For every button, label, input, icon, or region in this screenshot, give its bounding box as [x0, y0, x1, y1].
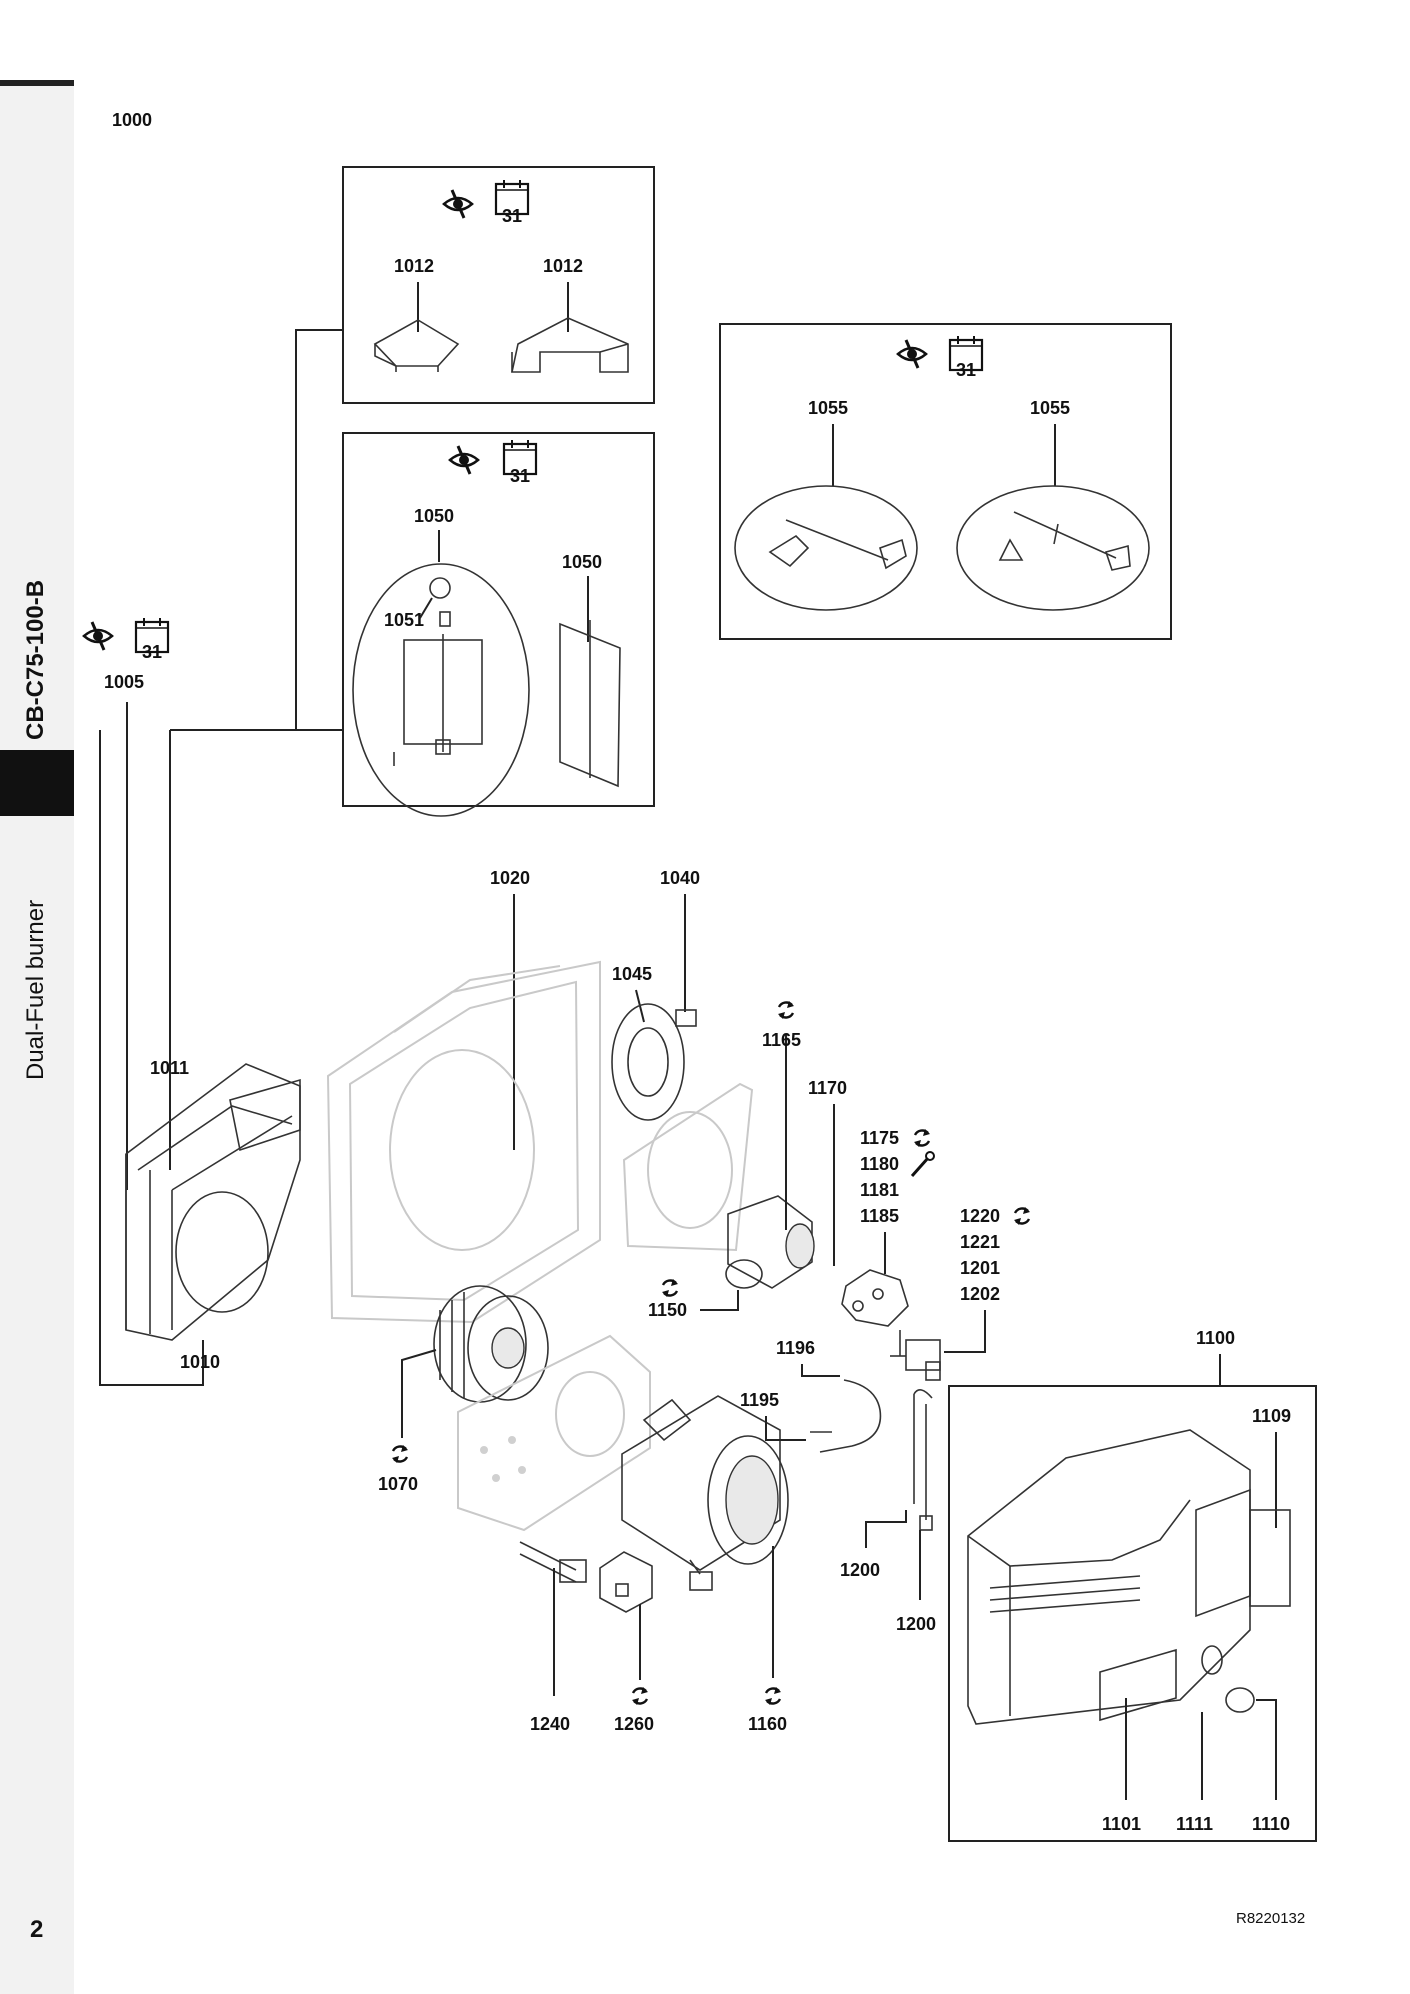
calendar-icon: 31 [494, 178, 530, 226]
callout-1040: 1040 [660, 868, 700, 888]
callout-1240: 1240 [530, 1714, 570, 1734]
circular-arrows-icon [630, 1685, 650, 1707]
callout-1109: 1109 [1252, 1406, 1291, 1426]
gasket-plate-part [622, 1082, 754, 1252]
callout-1005: 1005 [104, 672, 144, 692]
damper-blade-part [559, 620, 621, 788]
circular-arrows-icon [763, 1685, 783, 1707]
solenoid-valve-part [890, 1339, 941, 1381]
callout-1020: 1020 [490, 868, 530, 888]
callout-1012-right: 1012 [543, 256, 583, 276]
callout-1100: 1100 [1196, 1328, 1235, 1348]
inset-box-1100 [948, 1385, 1317, 1842]
drawing-reference: R8220132 [1236, 1910, 1306, 1927]
callout-1051: 1051 [384, 610, 424, 630]
callout-1150: 1150 [648, 1300, 687, 1320]
ignition-transformer-part [599, 1551, 653, 1613]
callout-1185: 1185 [860, 1206, 899, 1226]
callout-1200-right: 1200 [896, 1614, 936, 1634]
inset-box-1050 [342, 432, 655, 807]
ignition-electrode-part [519, 1541, 587, 1583]
svg-text:31: 31 [502, 206, 522, 226]
svg-text:31: 31 [142, 642, 162, 662]
burner-housing-part [326, 960, 601, 1324]
callout-1195: 1195 [740, 1390, 779, 1410]
callout-1221: 1221 [960, 1232, 1000, 1252]
circular-arrows-icon [390, 1443, 410, 1465]
svg-text:31: 31 [956, 360, 976, 380]
callout-1181: 1181 [860, 1180, 899, 1200]
circular-arrows-icon [660, 1277, 680, 1299]
sidebar-section-marker [0, 750, 74, 816]
callout-1012-left: 1012 [394, 256, 434, 276]
cover-hood-part [511, 317, 629, 373]
nozzle-line-part [913, 1389, 933, 1531]
callout-1055-right: 1055 [1030, 398, 1070, 418]
assembly-number: 1000 [112, 110, 153, 130]
leader-1010 [99, 730, 204, 1386]
circular-arrows-icon [1012, 1205, 1032, 1227]
pump-motor-part [725, 1195, 815, 1289]
callout-1196: 1196 [776, 1338, 815, 1358]
callout-1160: 1160 [748, 1714, 787, 1734]
inset-box-1055 [719, 323, 1172, 640]
leader-box-links [295, 329, 343, 731]
fan-wheel-part [433, 1285, 549, 1403]
eye-icon [448, 444, 480, 476]
circular-arrows-icon [776, 999, 796, 1021]
callout-1050-right: 1050 [562, 552, 602, 572]
circular-arrows-icon [912, 1127, 932, 1149]
svg-text:31: 31 [510, 466, 530, 486]
eye-icon [896, 338, 928, 370]
callout-1010: 1010 [180, 1352, 220, 1372]
linkage-rod-part-right [956, 485, 1150, 611]
burner-cover-part [967, 1429, 1291, 1725]
callout-1201: 1201 [960, 1258, 1000, 1278]
calendar-icon: 31 [502, 438, 538, 486]
callout-1111: 1111 [1176, 1814, 1213, 1834]
fan-housing-part [125, 1063, 301, 1341]
calendar-icon: 31 [134, 616, 170, 662]
calendar-icon: 31 [948, 334, 984, 380]
sidebar-strip [0, 80, 74, 1994]
sidebar-top-bar [0, 80, 74, 86]
air-damper-part [352, 563, 530, 817]
callout-1055-left: 1055 [808, 398, 848, 418]
eye-icon [82, 620, 114, 652]
eye-icon [442, 188, 474, 220]
callout-1220: 1220 [960, 1206, 1000, 1226]
callout-1170: 1170 [808, 1078, 847, 1098]
callout-1260: 1260 [614, 1714, 654, 1734]
callout-1202: 1202 [960, 1284, 1000, 1304]
flange-part [611, 1003, 697, 1121]
page-number: 2 [30, 1916, 44, 1943]
fan-motor-part [621, 1395, 789, 1591]
motor-plate-part [457, 1334, 651, 1532]
oil-hose-part [810, 1379, 882, 1453]
callout-1110: 1110 [1252, 1814, 1290, 1834]
cover-plate-part [373, 319, 460, 372]
callout-1045: 1045 [612, 964, 652, 984]
callout-1070: 1070 [378, 1474, 418, 1494]
linkage-rod-part-left [734, 485, 918, 611]
callout-1165: 1165 [762, 1030, 801, 1050]
oil-pump-part [841, 1269, 909, 1356]
callout-1200-left: 1200 [840, 1560, 880, 1580]
inset-box-1012 [342, 166, 655, 404]
callout-1101: 1101 [1102, 1814, 1141, 1834]
callout-1180: 1180 [860, 1154, 899, 1174]
callout-1050-left: 1050 [414, 506, 454, 526]
callout-1011: 1011 [150, 1058, 189, 1078]
wrench-icon [910, 1151, 935, 1177]
callout-1175: 1175 [860, 1128, 899, 1148]
